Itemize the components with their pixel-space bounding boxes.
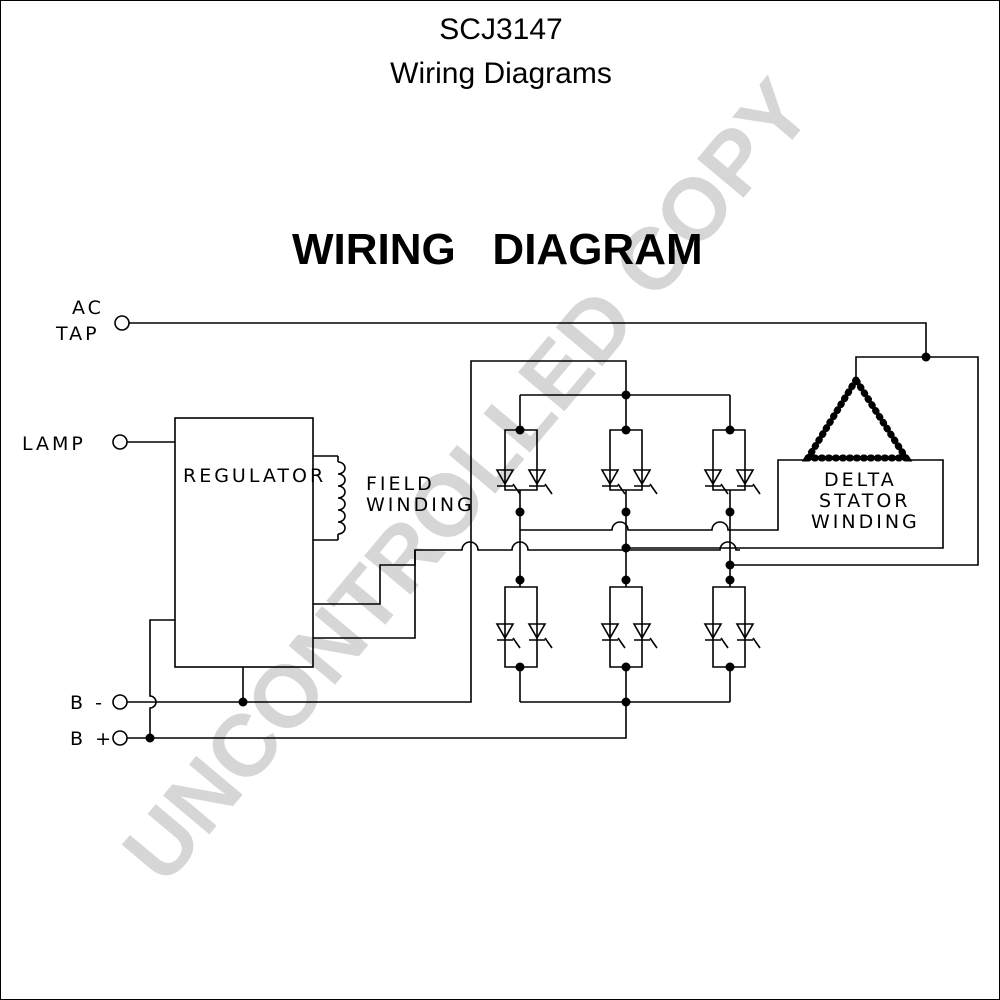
ac-tap-wire — [129, 322, 927, 357]
diagram-heading: WIRING DIAGRAM — [292, 225, 703, 274]
upper-diode-group-3 — [703, 429, 761, 495]
stator-ac-tap-lead — [855, 356, 926, 380]
field-winding-label-line2: WINDING — [366, 494, 475, 516]
upper-diode-group-1 — [495, 429, 553, 495]
stator-label-line2: STATOR — [819, 490, 910, 512]
lower-diode-group-1 — [495, 586, 553, 668]
document-subtitle: Wiring Diagrams — [390, 57, 612, 90]
field-winding-coil — [337, 461, 346, 535]
upper-diode-group-2 — [600, 429, 658, 495]
b-minus-label: B - — [70, 692, 105, 714]
b-plus-label: B + — [70, 728, 114, 750]
field-wire-2 — [313, 550, 416, 639]
phase-a-wire — [519, 459, 808, 531]
lower-diode-group-2 — [600, 586, 658, 668]
regulator-box — [174, 417, 314, 668]
b-minus-wire — [127, 360, 627, 703]
regulator-label: REGULATOR — [183, 465, 326, 487]
b-plus-terminal — [112, 730, 128, 746]
delta-stator-coil — [801, 373, 913, 462]
lamp-terminal — [112, 434, 128, 450]
field-winding-label-line1: FIELD — [366, 473, 435, 495]
ac-tap-label-line2: TAP — [55, 323, 100, 345]
field-winding-leads — [313, 455, 339, 541]
lamp-label: LAMP — [22, 433, 86, 455]
rectifier-bus-drops — [519, 395, 731, 702]
ac-tap-label-line1: AC — [72, 297, 104, 319]
ac-tap-terminal — [114, 315, 130, 331]
phase-c-wire — [729, 356, 979, 587]
stator-label-line3: WINDING — [811, 511, 920, 533]
field-wire-1 — [313, 541, 740, 605]
b-minus-terminal — [112, 694, 128, 710]
stator-label-line1: DELTA — [824, 469, 897, 491]
junction-dots — [145, 352, 931, 743]
delta-stator-outline — [806, 378, 908, 459]
lower-diode-group-3 — [703, 586, 761, 668]
regulator-sense-wire — [149, 619, 175, 738]
b-plus-wire — [127, 702, 627, 739]
document-title: SCJ3147 — [439, 13, 563, 46]
